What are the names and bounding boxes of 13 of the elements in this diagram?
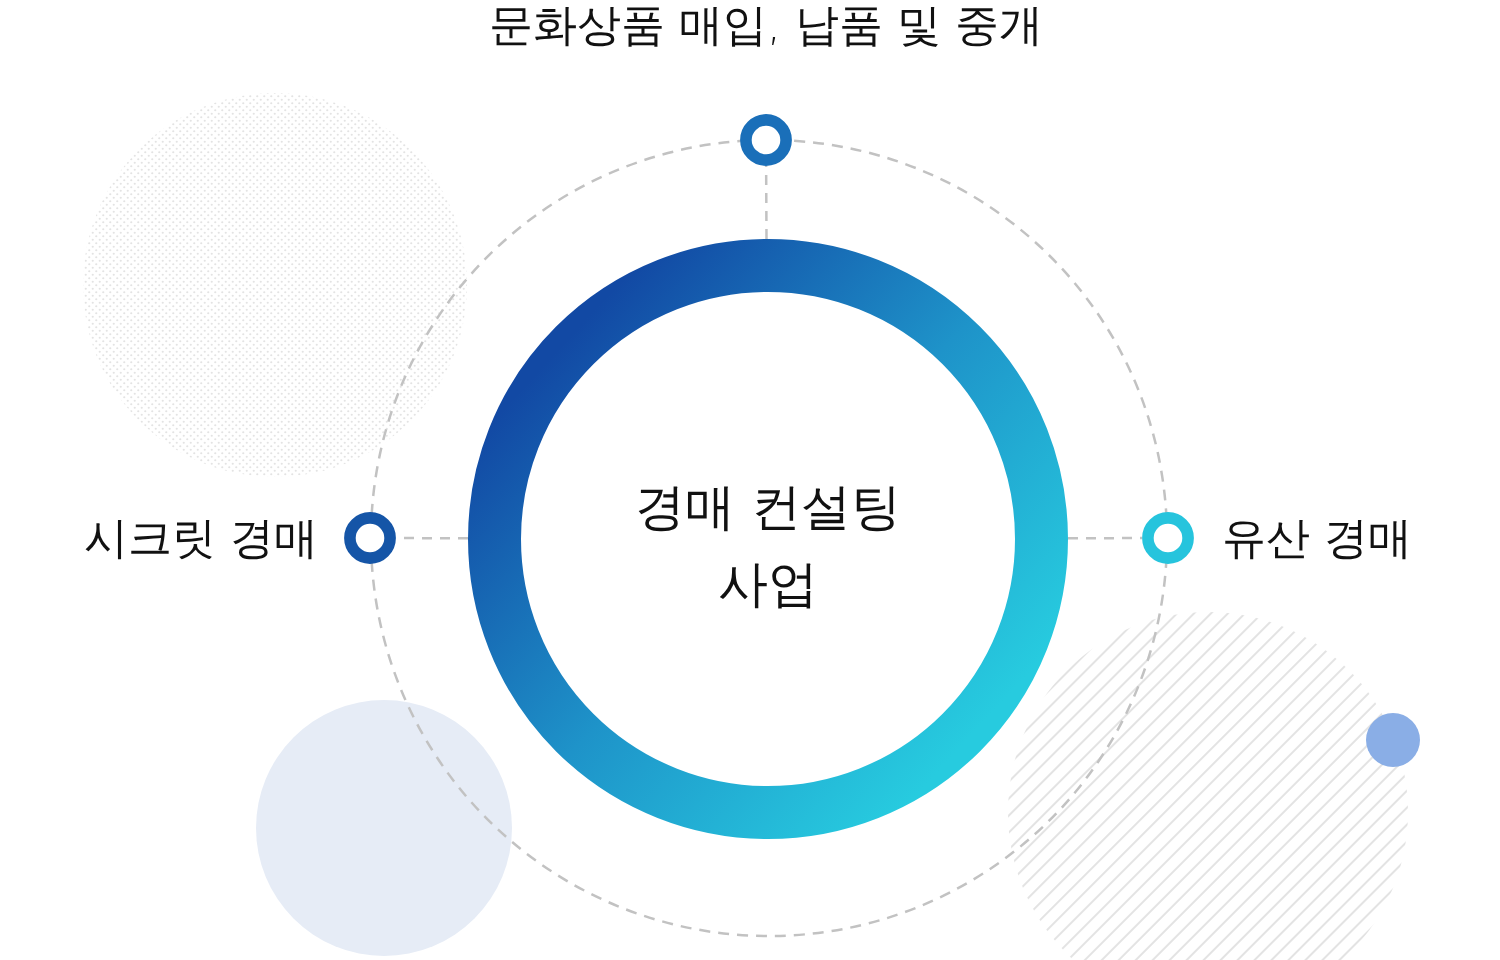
dotted-circle: [83, 93, 467, 477]
ring-marker: [1142, 512, 1194, 564]
pale-circle: [256, 700, 512, 956]
connector-line: [1068, 536, 1142, 540]
marker-label: 문화상품 매입, 납품 및 중개: [489, 0, 1043, 51]
gradient-ring: [468, 239, 1068, 839]
ring-marker: [344, 512, 396, 564]
marker-label: 유산 경매: [1222, 512, 1412, 564]
marker-label: 시크릿 경매: [84, 512, 318, 564]
connector-line: [764, 166, 768, 239]
solid-dot: [1366, 713, 1420, 767]
ring-marker: [740, 114, 792, 166]
center-label: 경매 컨설팅 사업: [634, 477, 902, 615]
